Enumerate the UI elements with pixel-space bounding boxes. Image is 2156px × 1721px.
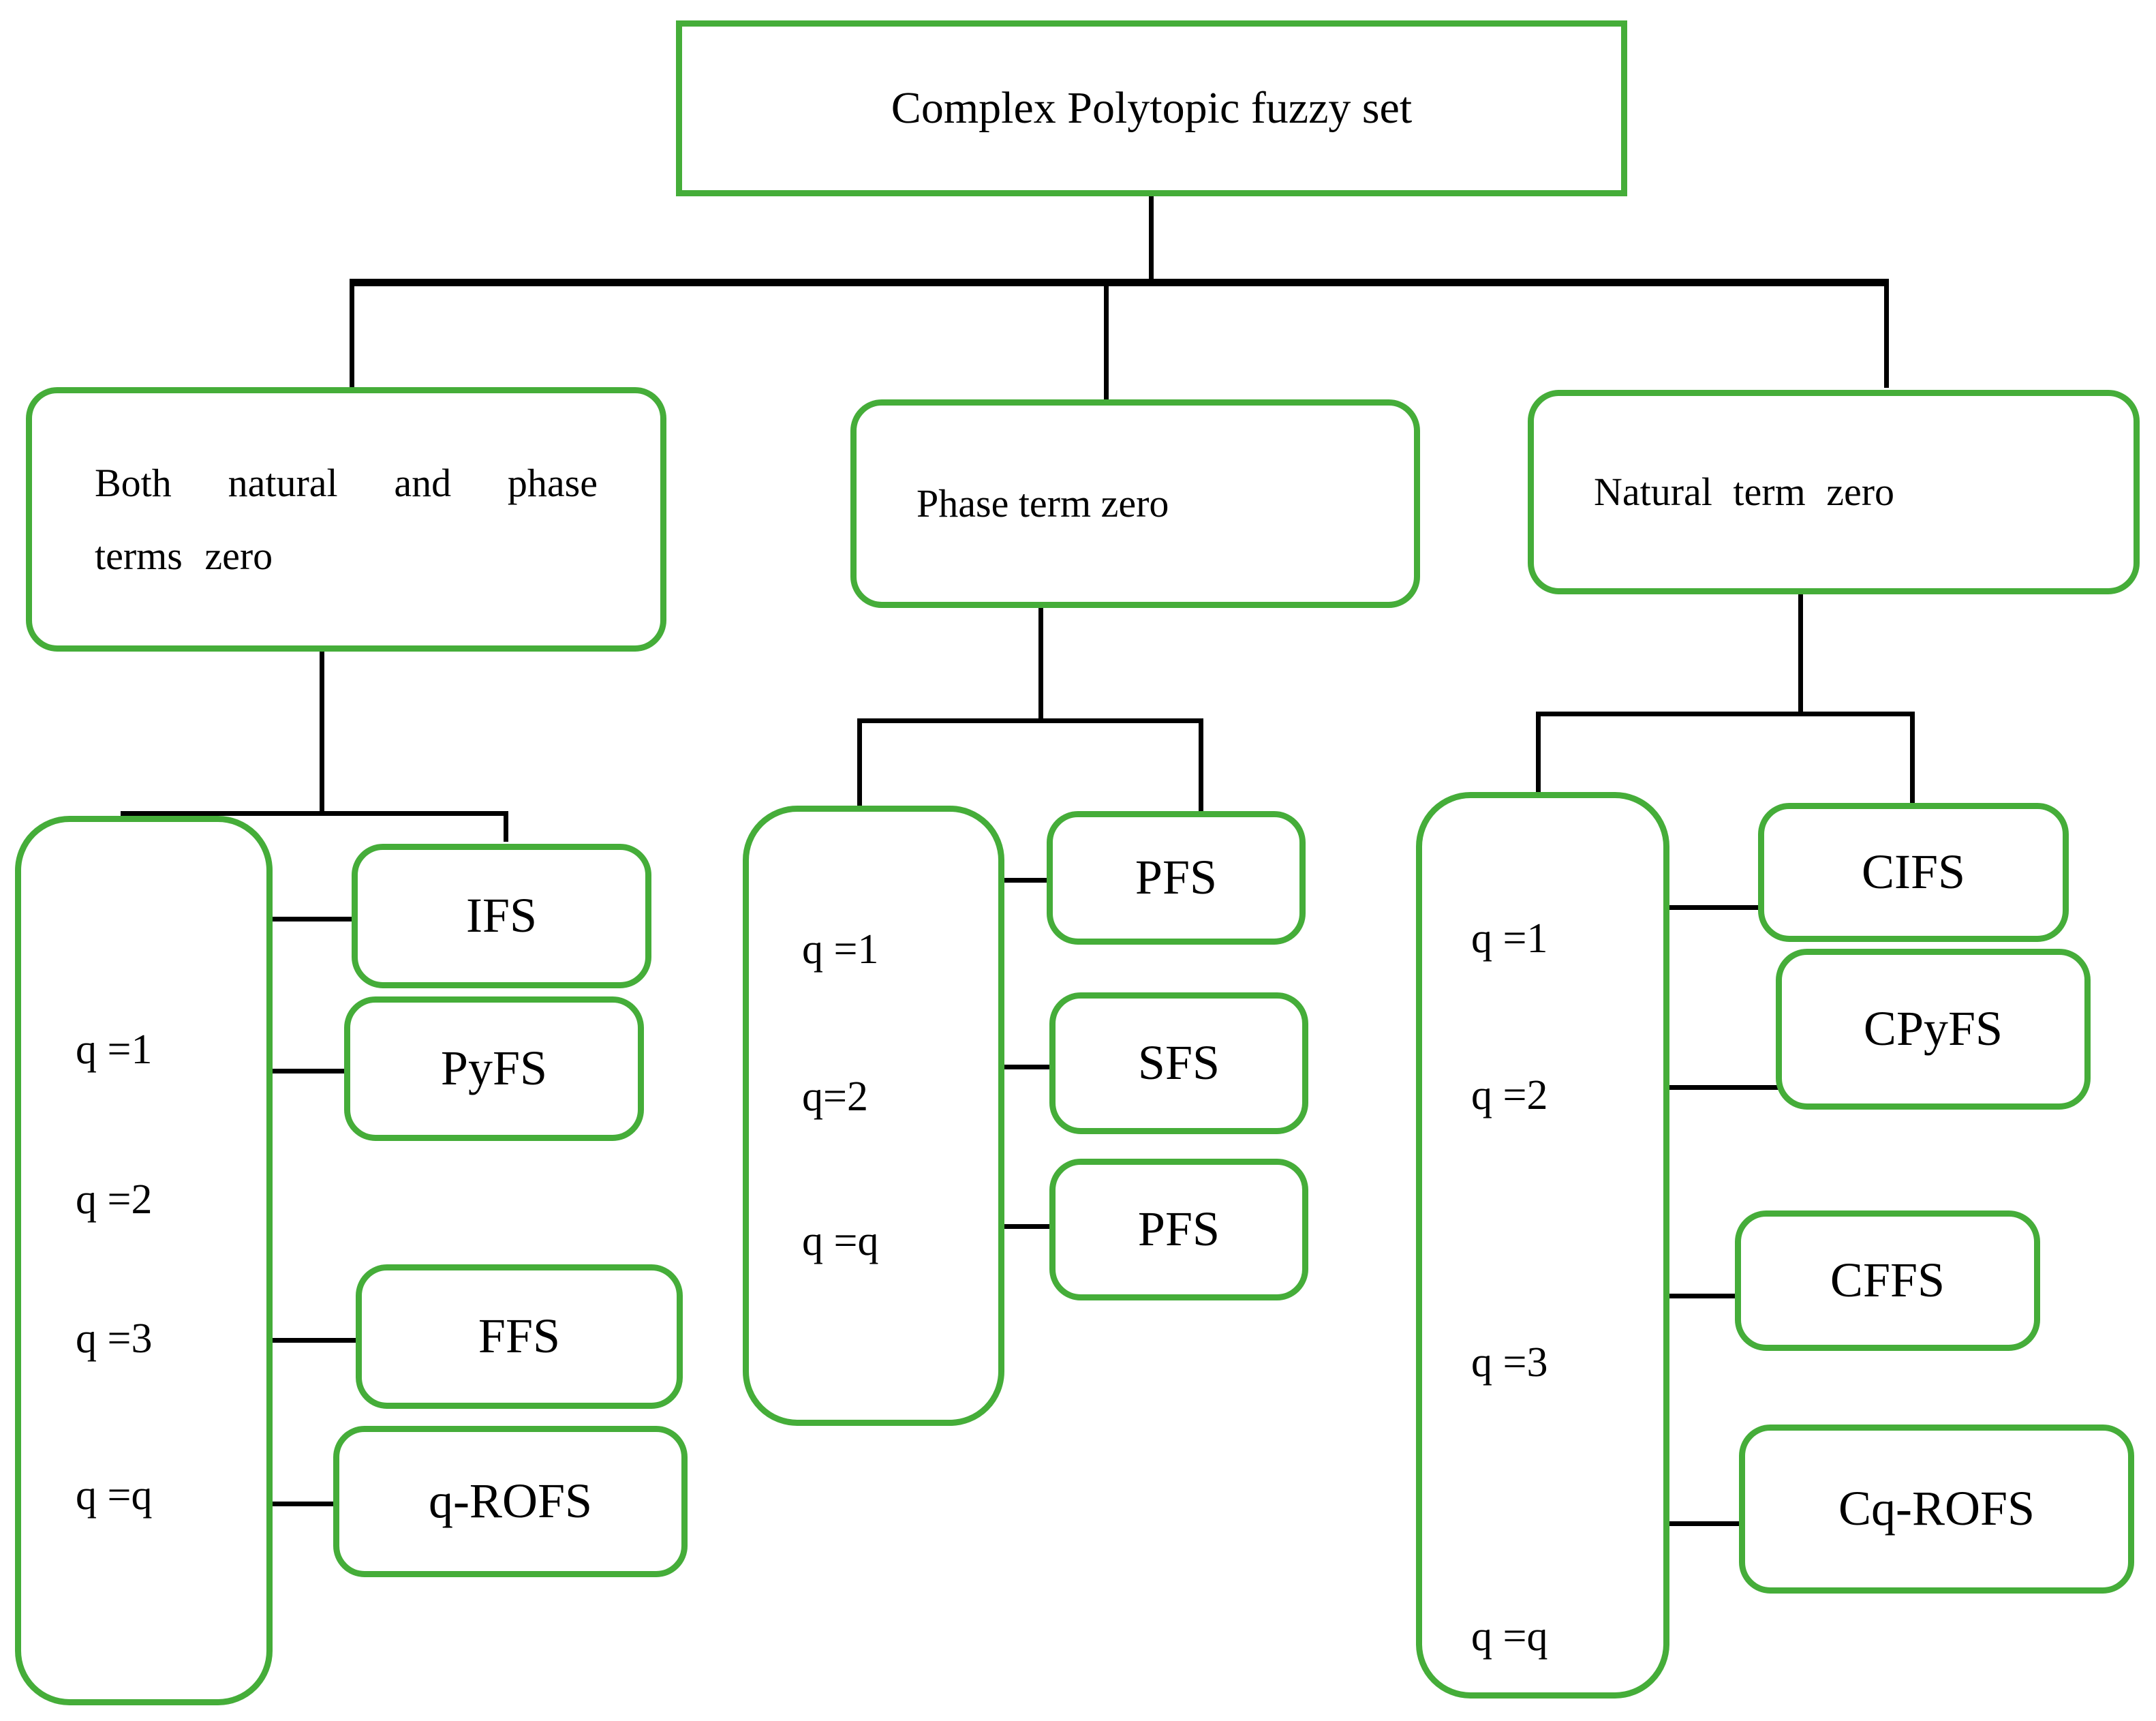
q-value-natural-zero-4: q =q [1471, 1613, 1548, 1660]
leaf-node-pfs-1[interactable]: PFS [1047, 811, 1306, 945]
leaf-node-sfs-label: SFS [1137, 1035, 1220, 1091]
branch-node-both-zero-label: Both natural and phase terms zero [95, 460, 598, 578]
leaf-node-pfs-2-label: PFS [1137, 1202, 1220, 1257]
leaf-node-cpyfs-label: CPyFS [1863, 1001, 2003, 1056]
leaf-node-cq-rofs[interactable]: Cq-ROFS [1739, 1425, 2134, 1594]
q-value-natural-zero-1: q =1 [1471, 915, 1548, 962]
leaf-node-ifs[interactable]: IFS [352, 844, 651, 988]
leaf-node-cq-rofs-label: Cq-ROFS [1838, 1481, 2035, 1536]
connector-phase-zero-left-drop [857, 718, 862, 806]
leaf-node-pfs-2[interactable]: PFS [1049, 1159, 1308, 1300]
connector-both-zero-leaf-4 [262, 1502, 339, 1506]
connector-phase-zero-leaf-1 [994, 878, 1068, 883]
leaf-node-pfs-1-label: PFS [1135, 850, 1218, 905]
connector-drop-branch-1 [350, 279, 354, 388]
connector-natural-zero-leaf-2 [1661, 1085, 1783, 1090]
connector-phase-zero-stem [1038, 608, 1043, 721]
leaf-node-pyfs-label: PyFS [440, 1041, 548, 1096]
leaf-node-pyfs[interactable]: PyFS [344, 996, 644, 1141]
root-node-label: Complex Polytopic fuzzy set [891, 82, 1413, 133]
branch-node-both-zero[interactable]: Both natural and phase terms zero [26, 387, 666, 652]
q-list-phase-zero[interactable]: q =1 q=2 q =q [743, 806, 1004, 1426]
branch-node-phase-zero-label: Phase term zero [917, 481, 1169, 526]
leaf-node-ffs-label: FFS [478, 1309, 561, 1364]
connector-both-zero-leaf-3 [262, 1338, 357, 1343]
leaf-node-ffs[interactable]: FFS [356, 1264, 683, 1409]
connector-phase-zero-leaf-2 [994, 1065, 1068, 1069]
connector-drop-branch-3 [1884, 279, 1889, 388]
leaf-node-ifs-label: IFS [465, 888, 538, 943]
leaf-node-q-rofs[interactable]: q-ROFS [333, 1426, 688, 1577]
connector-phase-zero-right-drop [1199, 718, 1203, 821]
leaf-node-cffs[interactable]: CFFS [1735, 1210, 2040, 1351]
connector-phase-zero-bus [859, 718, 1203, 723]
q-value-natural-zero-2: q =2 [1471, 1072, 1548, 1118]
connector-natural-zero-stem [1798, 594, 1803, 714]
connector-natural-zero-bus [1537, 712, 1915, 716]
q-value-both-zero-2: q =2 [76, 1176, 153, 1223]
leaf-node-cffs-label: CFFS [1830, 1253, 1945, 1308]
connector-main-bus [352, 279, 1887, 286]
q-value-natural-zero-3: q =3 [1471, 1339, 1548, 1386]
connector-both-zero-leaf-2 [262, 1069, 345, 1073]
connector-natural-zero-left-drop [1536, 712, 1541, 793]
leaf-node-cpyfs[interactable]: CPyFS [1776, 949, 2091, 1110]
connector-both-zero-stem [320, 652, 324, 814]
connector-both-zero-bus [123, 811, 508, 816]
connector-drop-branch-2 [1104, 279, 1109, 399]
connector-natural-zero-right-drop [1910, 712, 1915, 807]
q-value-phase-zero-1: q =1 [802, 926, 879, 973]
q-list-natural-zero[interactable]: q =1 q =2 q =3 q =q [1416, 792, 1669, 1699]
branch-node-phase-zero[interactable]: Phase term zero [850, 399, 1420, 608]
leaf-node-cifs[interactable]: CIFS [1758, 803, 2069, 942]
q-value-both-zero-1: q =1 [76, 1026, 153, 1073]
q-value-both-zero-3: q =3 [76, 1315, 153, 1362]
connector-natural-zero-leaf-1 [1661, 905, 1764, 910]
connector-phase-zero-leaf-3 [987, 1224, 1070, 1229]
q-value-both-zero-4: q =q [76, 1472, 153, 1519]
branch-node-natural-zero[interactable]: Natural term zero [1528, 390, 2140, 594]
connector-natural-zero-leaf-3 [1661, 1294, 1742, 1298]
root-node-complex-polytopic-fuzzy-set[interactable]: Complex Polytopic fuzzy set [676, 20, 1627, 196]
leaf-node-q-rofs-label: q-ROFS [428, 1474, 593, 1529]
branch-node-natural-zero-label: Natural term zero [1594, 470, 1895, 515]
q-value-phase-zero-3: q =q [802, 1218, 879, 1264]
connector-both-zero-right-drop [504, 811, 508, 842]
q-value-phase-zero-2: q=2 [802, 1073, 868, 1120]
connector-both-zero-leaf-1 [262, 917, 357, 922]
leaf-node-cifs-label: CIFS [1861, 844, 1966, 900]
connector-root-stem [1149, 196, 1154, 284]
q-list-both-zero[interactable]: q =1 q =2 q =3 q =q [15, 816, 273, 1705]
connector-natural-zero-leaf-4 [1661, 1521, 1744, 1526]
leaf-node-sfs[interactable]: SFS [1049, 992, 1308, 1134]
